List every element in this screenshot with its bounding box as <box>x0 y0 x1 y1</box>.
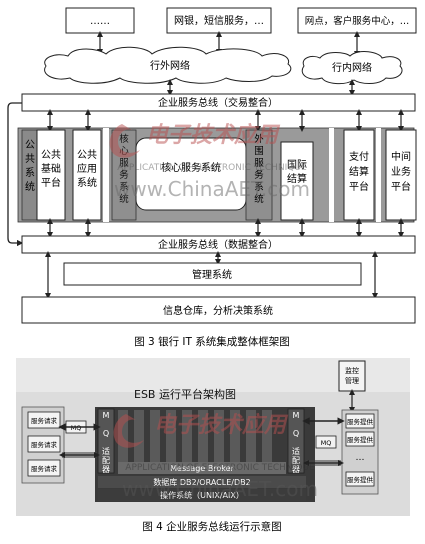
left-system-2-label: 服务请求 <box>31 440 58 449</box>
system-label-1: 公共基础平台 <box>41 149 61 189</box>
right-system-4 <box>345 471 375 487</box>
left-system-3-label: 服务请求 <box>31 464 58 473</box>
cloud-external-label: 行外网络 <box>150 59 190 72</box>
system-label-7: 支付结算平台 <box>349 150 369 193</box>
esb-bottom-label: 企业服务总线（数据整合） <box>158 238 278 251</box>
watermark-logo-mark-2 <box>113 414 144 448</box>
arrows-esb-to-systems <box>47 109 404 132</box>
stripe <box>246 410 256 472</box>
left-system-1 <box>27 411 61 429</box>
system-label-2: 公共应用系统 <box>77 149 97 189</box>
management-box <box>63 262 362 286</box>
right-system-2-label: 服务提供 <box>347 435 374 444</box>
system-label-4: 核心服务系统 <box>161 161 221 174</box>
system-label-3: 核心服务系统 <box>119 133 129 205</box>
right-system-1 <box>345 413 375 429</box>
right-system-ellipsis: … <box>356 453 365 463</box>
watermark-url-1: www.ChinaAET.com <box>114 177 310 201</box>
stripe <box>150 410 160 472</box>
warehouse-label: 信息仓库，分析决策系统 <box>163 304 273 317</box>
stripe <box>198 410 208 472</box>
right-mq-box <box>315 435 337 449</box>
stripe <box>214 410 224 472</box>
stripe <box>230 410 240 472</box>
top-box-2 <box>166 7 272 34</box>
right-system-1-label: 服务提供 <box>347 417 374 426</box>
right-adapter-label: M Q 适配器 <box>292 411 300 474</box>
right-mq-label: MQ <box>321 439 332 447</box>
band-gap-3 <box>376 128 381 222</box>
left-adapter-label: M Q 适配器 <box>102 411 110 474</box>
os-label: 操作系统（UNIX/AIX） <box>160 490 244 500</box>
cloud-external <box>44 46 292 84</box>
db-bar <box>98 476 306 488</box>
watermark-logo-text-1: 电子技术应用 <box>146 122 281 148</box>
figure-3: …… 网银，短信服务，… 网点，客户服务中心，… 行外网络 行内网络 企业服务总… <box>7 7 417 348</box>
right-system-4-label: 服务提供 <box>347 475 374 484</box>
top-box-3 <box>297 7 417 34</box>
db-label: 数据库 DB2/ORACLE/DB2 <box>153 477 250 487</box>
system-label-6: 国际结算 <box>287 159 307 185</box>
band-gap-2 <box>329 128 334 222</box>
fig4-title: ESB 运行平台架构图 <box>134 387 236 401</box>
watermark-english-2: APPLICATION OF ELECTRONIC TECHNIQUE <box>125 463 315 473</box>
watermark-url-2: www.ChinaAET.com <box>122 477 318 501</box>
left-system-2 <box>27 435 61 453</box>
monitor-box <box>338 360 366 392</box>
system-label-5: 外围服务系统 <box>254 133 264 205</box>
right-adapter <box>287 408 305 474</box>
right-system-2 <box>345 431 375 447</box>
watermark-1: 电子技术应用 APPLICATION OF ELECTRONIC TECHNIQ… <box>109 122 310 201</box>
esb-top-label: 企业服务总线（交易整合） <box>158 96 278 109</box>
top-box-2-label: 网银，短信服务，… <box>174 14 264 27</box>
watermark-logo-text-2: 电子技术应用 <box>154 412 289 438</box>
message-broker-bar <box>118 462 286 474</box>
system-box-middle <box>385 129 417 221</box>
top-box-1 <box>65 7 135 34</box>
system-box-intl <box>280 141 314 221</box>
figure-4-caption: 图 4 企业服务总线运行示意图 <box>142 520 281 533</box>
top-box-1-label: …… <box>90 16 110 27</box>
cloud-internal-label: 行内网络 <box>332 61 372 74</box>
watermark-2: 电子技术应用 APPLICATION OF ELECTRONIC TECHNIQ… <box>113 412 318 501</box>
os-bar <box>98 489 306 501</box>
system-box-peripheral <box>245 129 273 221</box>
watermark-english-1: APPLICATION OF ELECTRONIC TECHNIQUE <box>117 163 307 173</box>
system-label-8: 中间业务平台 <box>391 150 411 193</box>
system-box-public-app <box>72 129 102 221</box>
system-box-payment <box>343 129 375 221</box>
arrows-systems-to-esb <box>47 218 404 238</box>
left-adapter <box>97 408 115 474</box>
monitor-label-2: 管理 <box>345 376 359 385</box>
cloud-internal <box>301 51 403 85</box>
stripe <box>166 410 176 472</box>
figure-4: ESB 运行平台架构图 监控 管理 M Q 适配器 M Q 适配器 M <box>16 358 410 533</box>
stripe <box>182 410 192 472</box>
system-label-0: 公共系统 <box>25 140 35 193</box>
message-broker-label: Message Broker <box>170 464 234 473</box>
top-box-3-label: 网点，客户服务中心，… <box>305 15 410 27</box>
monitor-label-1: 监控 <box>345 366 359 375</box>
stripe <box>134 410 144 472</box>
left-loop-arrow <box>7 102 24 247</box>
figure-3-caption: 图 3 银行 IT 系统集成整体框架图 <box>134 335 290 348</box>
system-box-public-base <box>36 129 66 221</box>
left-mq-label: MQ <box>71 424 82 432</box>
left-system-1-label: 服务请求 <box>31 416 58 425</box>
band-gap-1 <box>103 128 109 222</box>
left-system-3 <box>27 459 61 477</box>
warehouse-box <box>21 296 416 324</box>
watermark-logo-mark <box>109 124 140 158</box>
stripe <box>262 410 272 472</box>
management-label: 管理系统 <box>192 268 232 281</box>
